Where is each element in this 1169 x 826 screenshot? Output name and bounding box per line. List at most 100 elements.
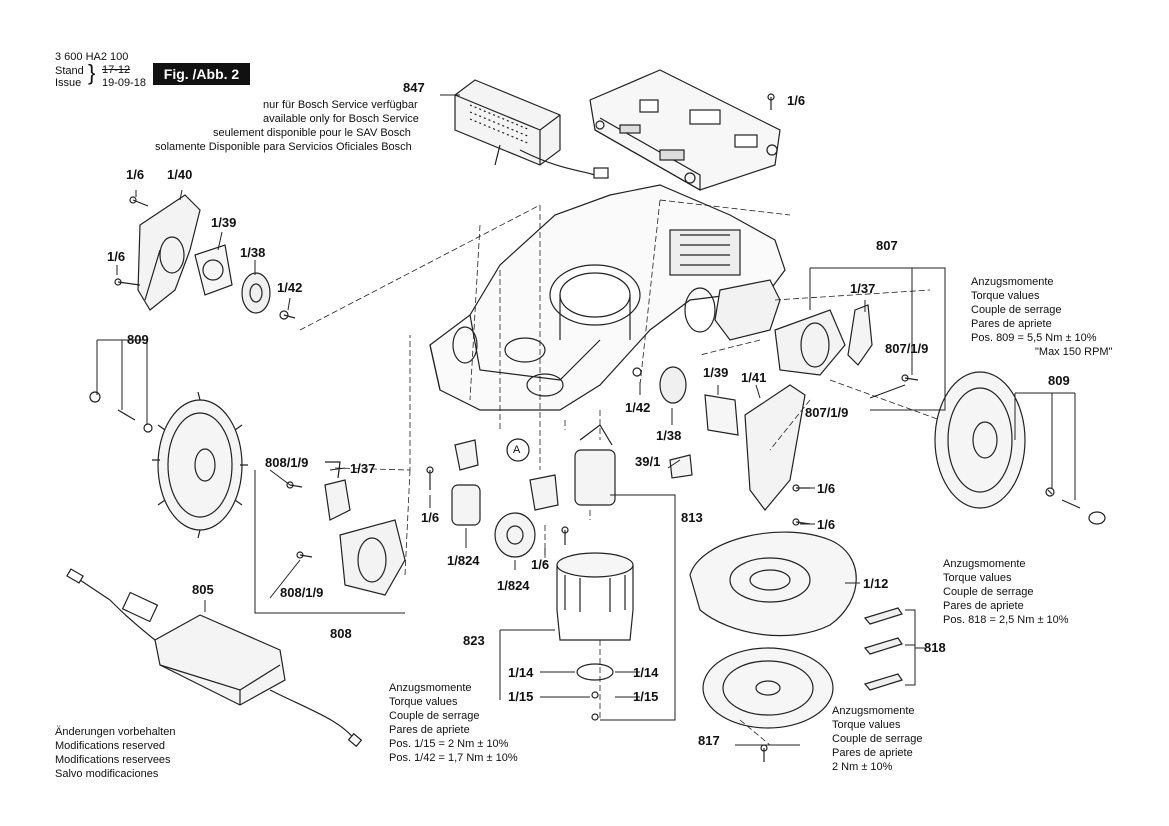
brace-glyph: } (88, 60, 96, 85)
right-motor-housing (632, 366, 806, 511)
chassis-body (429, 184, 786, 411)
service-note-de: nur für Bosch Service verfügbar (263, 99, 418, 111)
callout-1-41: 1/41 (741, 370, 767, 385)
left-hub (241, 272, 271, 314)
callout-1-6-b: 1/6 (107, 249, 126, 264)
callout-1-39-right: 1/39 (703, 365, 729, 380)
torque-818-line-1: Anzugsmomente (943, 558, 1026, 570)
pcb-board (589, 69, 781, 192)
figure-label: Fig. /Abb. 2 (153, 63, 250, 85)
torque-bl-line-6: Pos. 1/42 = 1,7 Nm ± 10% (389, 752, 518, 764)
callout-818: 818 (924, 640, 946, 655)
blade-guard-1-12 (689, 531, 857, 637)
torque-bl-line-2: Torque values (389, 696, 458, 708)
caster-wheels (451, 439, 559, 558)
modifications-de: Änderungen vorbehalten (55, 726, 176, 738)
callout-809-left: 809 (127, 332, 149, 347)
callout-1-40: 1/40 (167, 167, 193, 182)
callout-807-1-9-b: 807/1/9 (805, 405, 849, 420)
callout-809-right: 809 (1048, 373, 1070, 388)
stand-label: Stand (55, 65, 84, 77)
torque-817-line-5: 2 Nm ± 10% (832, 761, 893, 773)
right-drive-807 (774, 304, 873, 376)
callout-1-6-f: 1/6 (817, 517, 836, 532)
service-note-en: available only for Bosch Service (263, 113, 419, 125)
left-motor-housing (137, 194, 201, 311)
torque-818-line-2: Torque values (943, 572, 1012, 584)
callout-1-14-a: 1/14 (508, 665, 534, 680)
marker-a-circle (506, 438, 530, 462)
charger-module-847 (454, 79, 609, 179)
new-date: 19-09-18 (102, 77, 147, 89)
callout-1-6-a: 1/6 (126, 167, 145, 182)
left-wheel-809 (89, 391, 248, 539)
issue-label: Issue (55, 77, 82, 89)
marker-a: A (513, 444, 521, 456)
callout-1-824-a: 1/824 (447, 553, 480, 568)
callout-1-15-b: 1/15 (633, 689, 659, 704)
part-number: 3 600 HA2 100 (55, 51, 129, 63)
screws (114, 93, 919, 762)
old-date: 17-12 (102, 64, 131, 76)
blade-motor-813 (574, 424, 616, 506)
callout-1-42-left: 1/42 (277, 280, 303, 295)
leader-lines (97, 95, 1076, 746)
torque-bl-line-1: Anzugsmomente (389, 682, 472, 694)
callout-1-15-a: 1/15 (508, 689, 534, 704)
torque-bl-line-4: Pares de apriete (389, 724, 470, 736)
callout-808-1-9-a: 808/1/9 (265, 455, 309, 470)
callout-1-12: 1/12 (863, 576, 889, 591)
callout-817: 817 (698, 733, 720, 748)
dashed-assembly-lines (299, 199, 941, 746)
right-wheel-809 (934, 371, 1106, 525)
callout-1-39-left: 1/39 (211, 215, 237, 230)
blade-disc-817 (702, 647, 834, 729)
callout-1-38-left: 1/38 (240, 245, 266, 260)
callout-813: 813 (681, 510, 703, 525)
callout-847: 847 (403, 80, 425, 95)
callout-1-6-e: 1/6 (817, 481, 836, 496)
modifications-en: Modifications reserved (55, 740, 166, 752)
left-gear-plate (194, 244, 233, 296)
callout-1-14-b: 1/14 (633, 665, 659, 680)
power-supply-805 (66, 568, 363, 748)
torque-809-line-3: Couple de serrage (971, 304, 1062, 316)
callout-808: 808 (330, 626, 352, 641)
modifications-es: Salvo modificaciones (55, 768, 159, 780)
modifications-fr: Modifications reservees (55, 754, 171, 766)
torque-817-line-1: Anzugsmomente (832, 705, 915, 717)
torque-809-line-4: Pares de apriete (971, 318, 1052, 330)
torque-817-line-3: Couple de serrage (832, 733, 923, 745)
torque-818-line-4: Pares de apriete (943, 600, 1024, 612)
torque-bl-line-5: Pos. 1/15 = 2 Nm ± 10% (389, 738, 509, 750)
torque-817-line-2: Torque values (832, 719, 901, 731)
callout-807: 807 (876, 238, 898, 253)
callout-1-38-right: 1/38 (656, 428, 682, 443)
callout-1-37-left: 1/37 (350, 461, 376, 476)
callout-808-1-9-b: 808/1/9 (280, 585, 324, 600)
torque-809-line-2: Torque values (971, 290, 1040, 302)
torque-809-line-1: Anzugsmomente (971, 276, 1054, 288)
torque-818-line-5: Pos. 818 = 2,5 Nm ± 10% (943, 614, 1069, 626)
callout-823: 823 (463, 633, 485, 648)
left-drive-808 (324, 461, 406, 596)
callout-807-1-9-a: 807/1/9 (885, 341, 929, 356)
torque-809-line-5: Pos. 809 = 5,5 Nm ± 10% (971, 332, 1097, 344)
callout-39-1: 39/1 (635, 454, 661, 469)
callout-1-6-d: 1/6 (531, 557, 550, 572)
torque-818-line-3: Couple de serrage (943, 586, 1034, 598)
callout-1-824-b: 1/824 (497, 578, 530, 593)
service-note-es: solamente Disponible para Servicios Ofic… (155, 141, 412, 153)
motor-mount-823 (556, 552, 634, 721)
callout-1-6-top: 1/6 (787, 93, 806, 108)
torque-bl-line-3: Couple de serrage (389, 710, 480, 722)
callout-1-6-c: 1/6 (421, 510, 440, 525)
callout-1-42-right: 1/42 (625, 400, 651, 415)
callout-1-37-right: 1/37 (850, 281, 876, 296)
torque-809-line-6: "Max 150 RPM" (1035, 346, 1113, 358)
callout-805: 805 (192, 582, 214, 597)
service-note-fr: seulement disponible pour le SAV Bosch (213, 127, 411, 139)
blades-818 (863, 607, 903, 691)
